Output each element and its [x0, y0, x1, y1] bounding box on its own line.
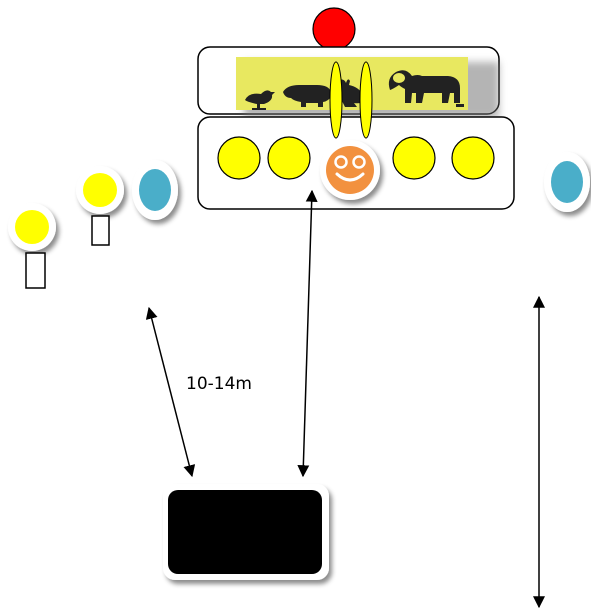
red-disc-target-icon	[312, 7, 356, 51]
yellow-disc-target-icon	[392, 136, 436, 180]
blue-oval-target-icon	[544, 152, 590, 212]
yellow-disc-target-icon	[451, 136, 495, 180]
yellow-disc-target-icon	[76, 166, 124, 214]
yellow-disc-target-icon	[8, 203, 56, 251]
rabbit-face-target-icon	[320, 61, 380, 200]
yellow-disc-target-icon	[217, 136, 261, 180]
distance-label: 10-14m	[186, 374, 252, 394]
blue-oval-target-icon	[132, 160, 178, 220]
target-post	[91, 215, 110, 246]
target-post	[25, 252, 46, 289]
yellow-disc-target-icon	[267, 136, 311, 180]
distance-arrow-center	[297, 189, 318, 478]
shooting-mat	[163, 484, 329, 580]
distance-arrow-left	[145, 306, 196, 478]
